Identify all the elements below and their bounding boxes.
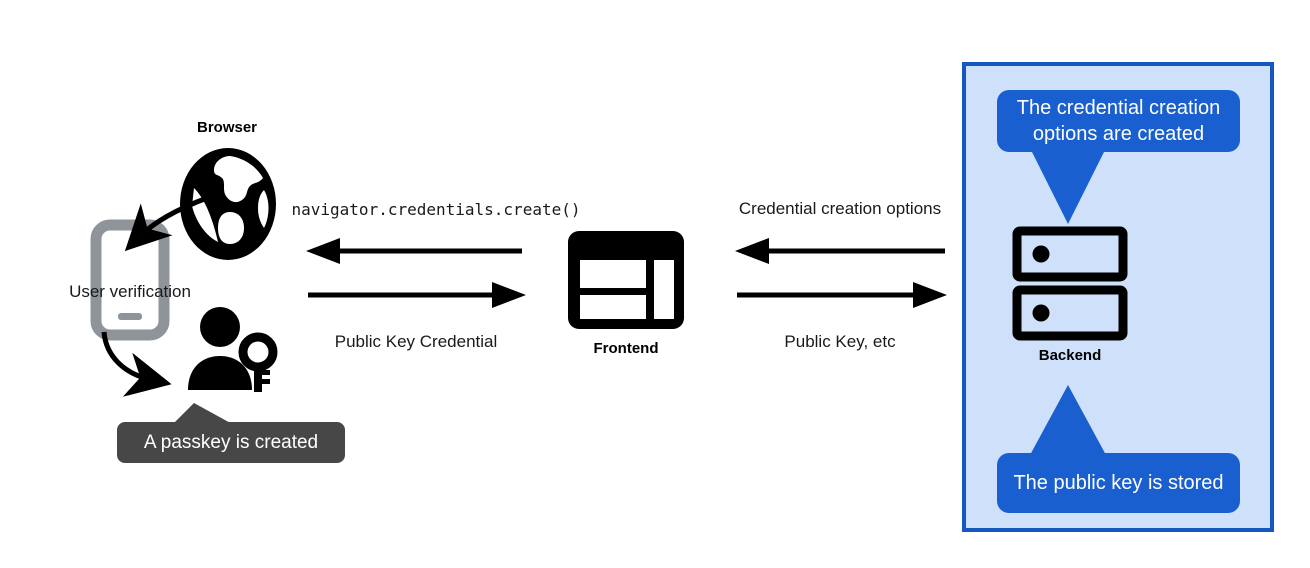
navigator-create-label: navigator.credentials.create(): [291, 200, 581, 219]
arrow-phone-to-user-icon: [101, 331, 172, 397]
arrow-frontend-to-browser-icon: [306, 238, 522, 264]
user-with-key-icon: [188, 307, 278, 392]
arrow-browser-to-frontend-icon: [308, 282, 526, 308]
arrow-frontend-to-backend-icon: [737, 282, 947, 308]
credential-creation-options-label: Credential creation options: [738, 199, 942, 218]
callout-top-tail-icon: [1030, 148, 1106, 224]
public-key-etc-label: Public Key, etc: [784, 332, 896, 351]
callout-top-text: The credential creation options are crea…: [1016, 97, 1221, 145]
globe-icon: [180, 148, 276, 260]
browser-window-icon: [568, 231, 684, 329]
callout-bottom-tail-icon: [1030, 385, 1106, 455]
callout-public-key-stored: The public key is stored: [997, 453, 1240, 513]
tooltip-tail-icon: [172, 403, 234, 425]
callout-bottom-text: The public key is stored: [1013, 472, 1224, 494]
frontend-label: Frontend: [593, 340, 659, 357]
arrow-browser-to-phone-icon: [124, 195, 208, 252]
backend-label: Backend: [1038, 347, 1102, 364]
passkey-created-text: A passkey is created: [143, 431, 319, 453]
callout-credential-options: The credential creation options are crea…: [997, 90, 1240, 152]
public-key-credential-label: Public Key Credential: [334, 332, 498, 351]
user-verification-label: User verification: [69, 282, 191, 301]
passkey-created-tooltip: A passkey is created: [117, 422, 345, 463]
server-stack-icon: [1012, 226, 1128, 341]
arrow-backend-to-frontend-icon: [735, 238, 945, 264]
browser-label: Browser: [196, 119, 258, 136]
